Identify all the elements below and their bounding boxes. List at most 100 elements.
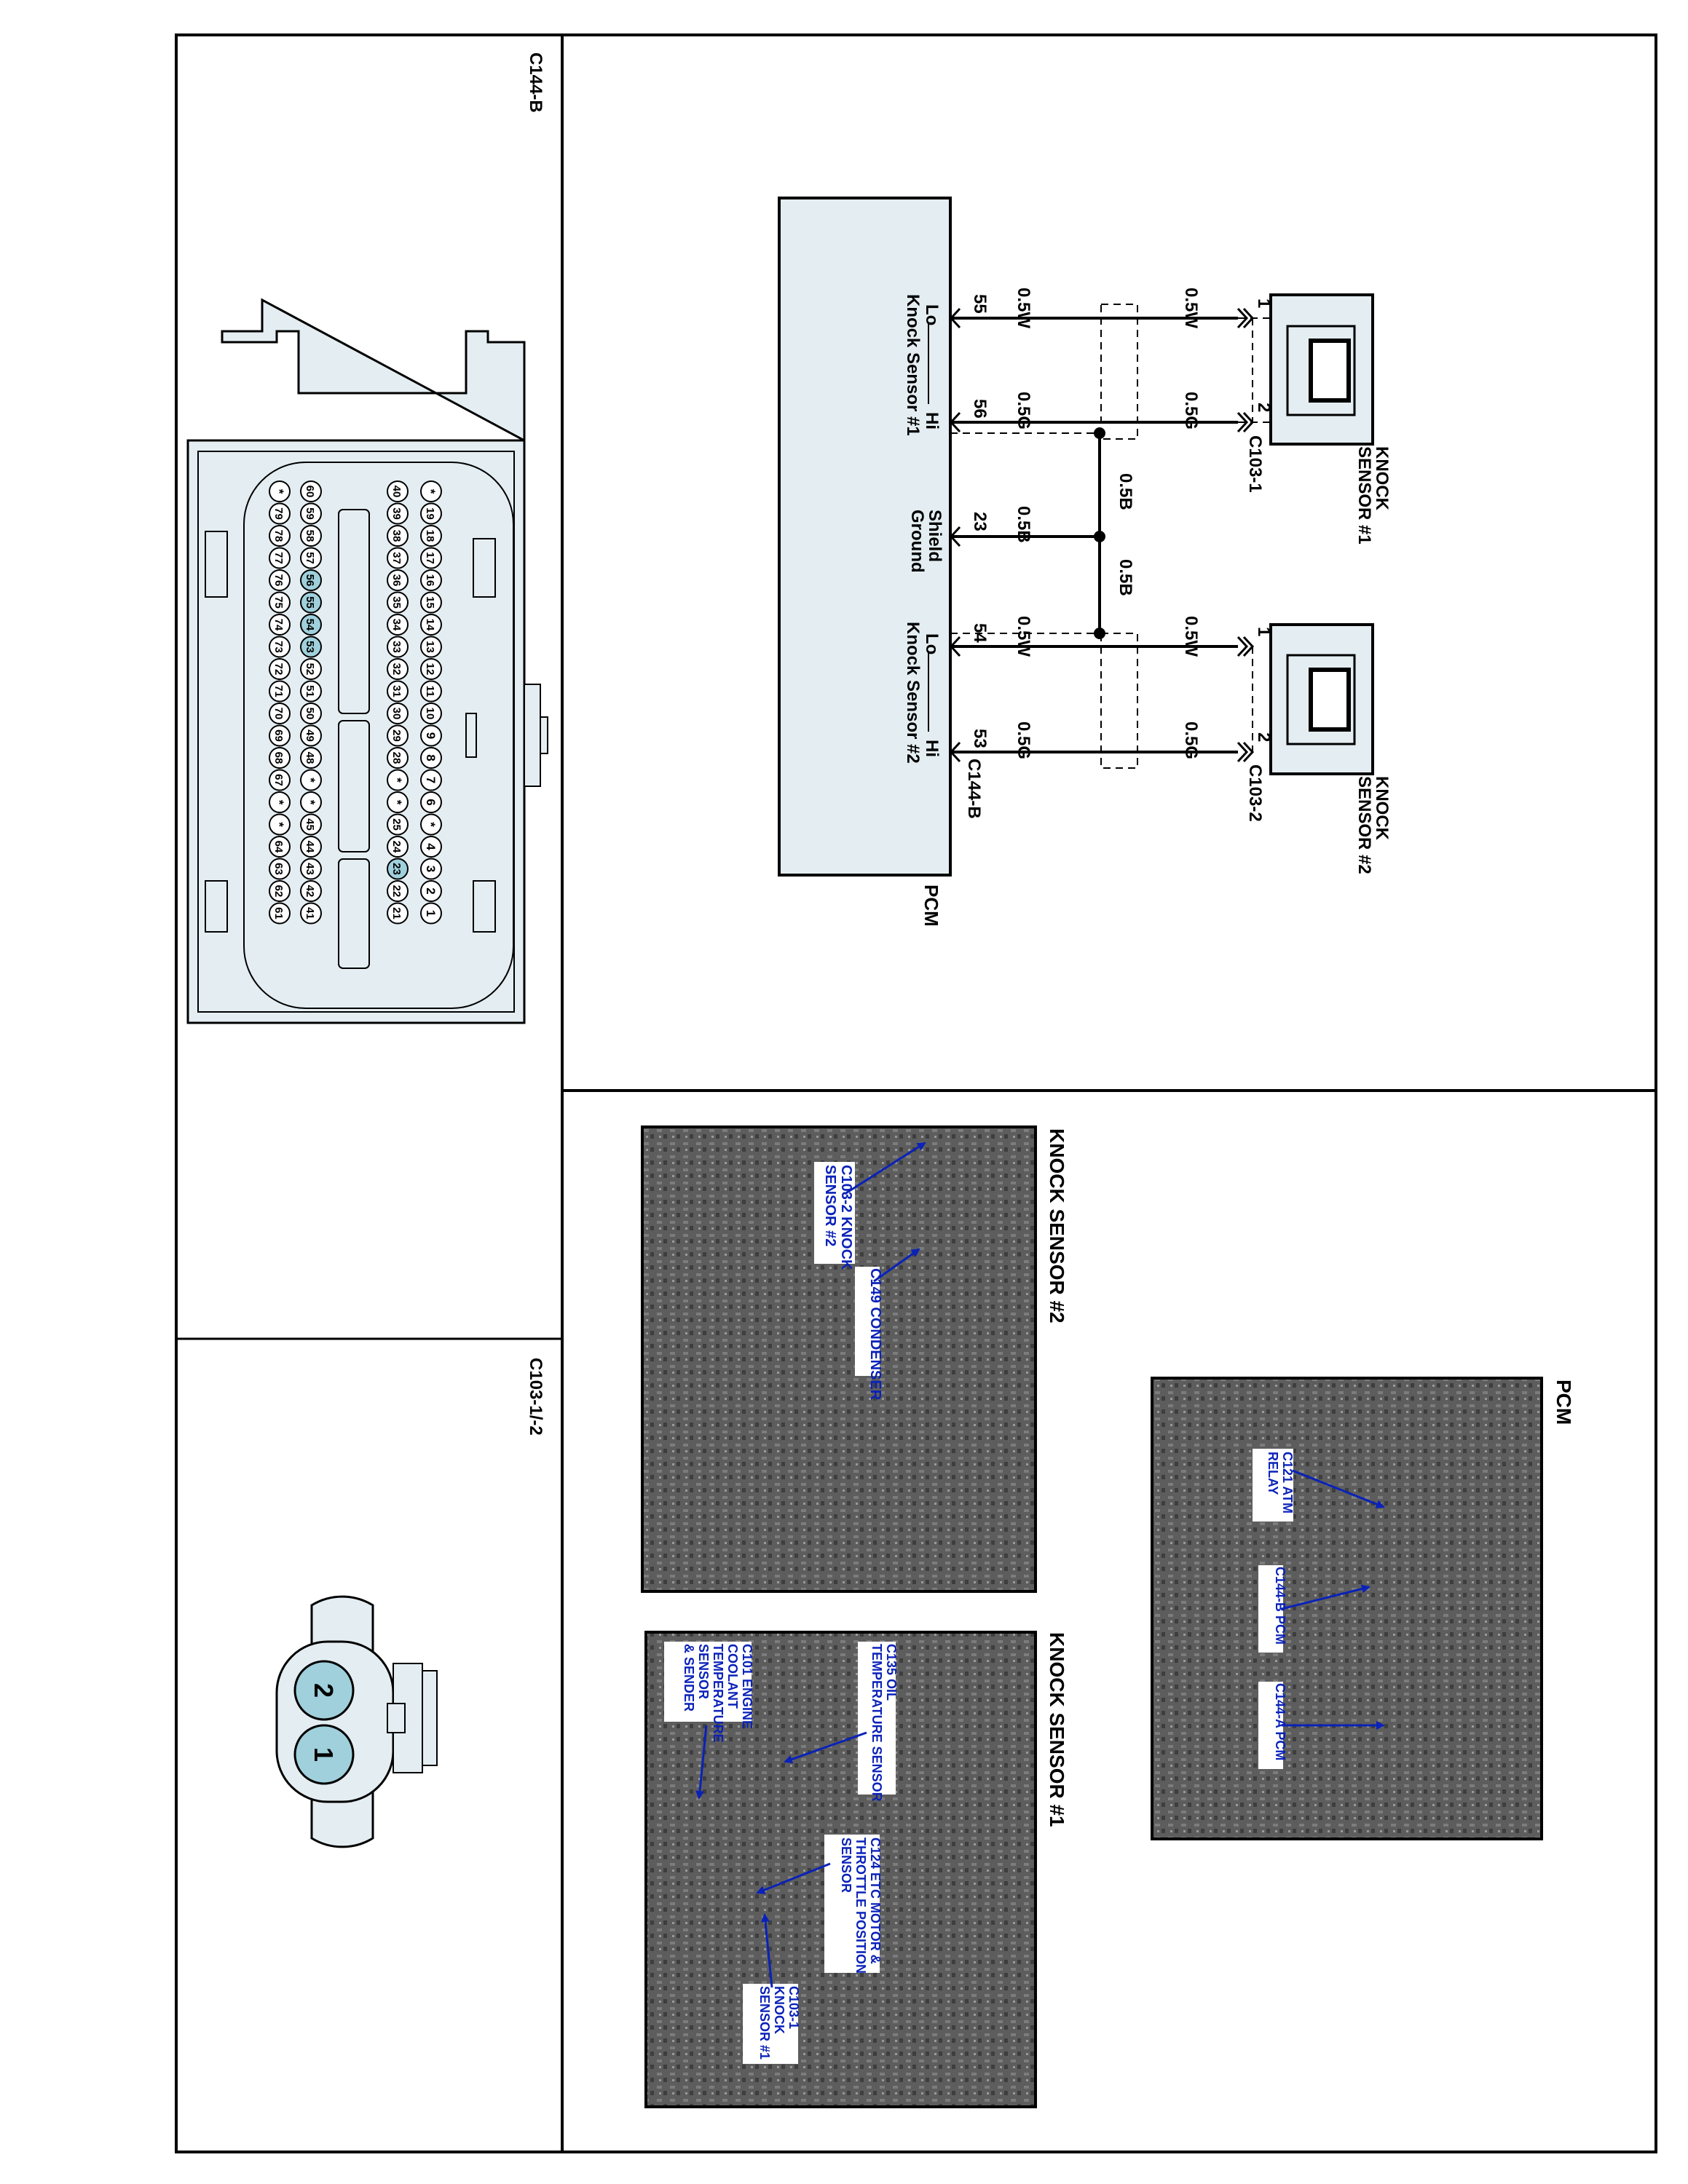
svg-text:KNOCK: KNOCK [772,1986,786,2034]
c144b-pin-label: * [424,489,438,494]
c144b-pin-label: 36 [390,574,403,587]
photo-ks1-title: KNOCK SENSOR #1 [1046,1632,1068,1827]
schematic: PCM C144-B KNOCK SENSOR #1 C103-1 KNOCK … [778,197,1392,927]
c144b-pin-label: 35 [390,596,403,609]
c144b-pin-label: 23 [390,863,403,875]
svg-text:Lo: Lo [922,633,942,654]
svg-text:Hi: Hi [922,740,942,757]
svg-text:Knock Sensor #1: Knock Sensor #1 [903,294,923,436]
c144b-pin-75 [269,591,291,614]
svg-text:0.5W: 0.5W [1014,616,1033,657]
svg-text:C121 ATM: C121 ATM [1280,1452,1295,1514]
c144b-pin-label: 17 [424,552,436,564]
c144b-pin-label: 70 [272,708,285,720]
c144b-pin-74 [269,614,291,636]
c144b-pin-41 [300,902,322,925]
c144b-pin-label: 62 [272,885,285,898]
svg-text:SENSOR: SENSOR [696,1644,711,1699]
c144b-pin-label: 34 [390,619,403,631]
c144b-pin-9 [420,724,442,747]
c144b-pin-label: * [304,778,318,783]
c144b-pin-label: 72 [272,663,285,676]
c144b-pin-label: 74 [272,619,285,631]
svg-text:0.5B: 0.5B [1116,559,1135,596]
c144b-pin-48 [300,747,322,769]
c144b-pin-label: 18 [424,530,436,542]
svg-text:1: 1 [1254,298,1274,308]
c144b-pin-label: 60 [304,486,316,498]
c144b-pin-32 [387,658,409,680]
c144b-pin-label: 42 [304,885,316,898]
c144b-pin-label: 28 [390,752,403,764]
c144b-pin-label: 67 [272,774,285,786]
c144b-pin-unused [300,791,322,813]
c144b-pin-79 [269,502,291,525]
c144b-connector-view: C144-B *191817161514131211109876*4321403… [186,52,548,1024]
c144b-pin-label: 41 [304,907,316,919]
c144b-pin-label: 49 [304,729,316,742]
c144b-pin-unused [269,813,291,836]
c144b-pin-30 [387,703,409,724]
c144b-pin-23 [387,858,409,880]
c144b-pin-label: 6 [424,799,438,805]
c103-connector-view: C103-1/-2 2 1 [275,1358,545,1848]
c144b-pin-label: 22 [390,885,403,898]
c144b-pin-label: 21 [390,907,403,919]
c144b-pin-56 [300,569,322,591]
c144b-pin-label: 50 [304,708,316,720]
svg-text:C144-A PCM: C144-A PCM [1273,1683,1287,1760]
c144b-pin-6 [420,791,442,813]
svg-text:THROTTLE POSITION: THROTTLE POSITION [853,1837,868,1974]
c144b-pin-73 [269,636,291,658]
c144b-pin-52 [300,658,322,680]
c144b-pin-39 [387,502,409,525]
svg-text:23: 23 [970,512,990,531]
svg-text:2: 2 [1254,403,1274,412]
c144b-pin-label: 1 [424,910,438,917]
svg-text:0.5G: 0.5G [1181,721,1201,759]
c144b-pin-label: 75 [272,596,285,609]
c144b-pin-label: 25 [390,818,403,831]
c144b-pin-71 [269,680,291,703]
c144b-pin-label: 2 [424,887,438,894]
c144b-pin-14 [420,614,442,636]
svg-text:COOLANT: COOLANT [725,1644,740,1709]
svg-text:53: 53 [970,729,990,748]
c144b-pin-unused [387,769,409,791]
svg-text:0.5W: 0.5W [1181,288,1201,328]
c144b-pin-63 [269,858,291,880]
c144b-title: C144-B [526,52,545,113]
c144b-pin-label: 29 [390,729,403,742]
svg-text:Shield: Shield [925,510,944,562]
c144b-pin-label: * [390,800,404,805]
c144b-pin-label: * [272,489,286,494]
c144b-pin-58 [300,525,322,547]
c144b-pin-70 [269,703,291,724]
c144b-pin-33 [387,636,409,658]
c144b-pin-label: 8 [424,754,438,761]
c144b-pin-37 [387,547,409,569]
c144b-pin-29 [387,724,409,747]
c144b-pin-38 [387,525,409,547]
svg-text:C103-1: C103-1 [786,1986,801,2029]
svg-text:SENSOR #2: SENSOR #2 [822,1165,838,1246]
c144b-pin-grid: *191817161514131211109876*43214039383736… [269,480,442,925]
c144b-pin-72 [269,658,291,680]
svg-text:C124 ETC MOTOR &: C124 ETC MOTOR & [868,1837,883,1964]
svg-text:C135 OIL: C135 OIL [884,1644,899,1701]
c144b-pin-18 [420,525,442,547]
c144b-pin-label: 11 [424,686,436,697]
c144b-pin-label: 57 [304,552,316,564]
c144b-pin-53 [300,636,322,658]
c144b-pin-40 [387,480,409,502]
c144b-pin-61 [269,902,291,925]
c144b-pin-label: 13 [424,641,436,653]
c144b-pin-24 [387,836,409,858]
svg-text:TEMPERATURE SENSOR: TEMPERATURE SENSOR [869,1644,884,1802]
svg-text:KNOCK: KNOCK [1372,776,1392,841]
c144b-pin-label: 58 [304,530,316,542]
c144b-pin-label: 40 [390,486,403,498]
c144b-pin-label: * [390,778,404,783]
c144b-pin-76 [269,569,291,591]
photo-pcm: PCM C121 ATM RELAY C144-B PCM C144-A PCM [1151,1377,1575,1840]
